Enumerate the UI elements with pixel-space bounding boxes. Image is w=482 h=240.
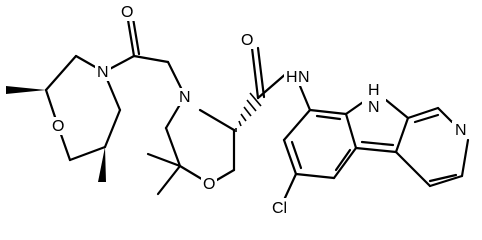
wedge-bond-lower-methyl — [98, 147, 106, 182]
atom-o-carbonyl-1: O — [121, 4, 133, 21]
atom-n-indole: N — [368, 99, 380, 116]
atom-labels: O N O O N H N O H N N Cl — [50, 3, 470, 218]
atom-cl: Cl — [272, 200, 287, 217]
atom-h-amide: H — [286, 69, 298, 86]
atom-n-amide: N — [298, 69, 310, 86]
atom-o-carbonyl-2: O — [241, 32, 253, 49]
hashed-bond-amide — [235, 92, 262, 132]
structure-diagram: O N O O N H N O H N N Cl — [6, 3, 470, 218]
atom-o-morpholine-2: O — [203, 176, 215, 193]
carboline-bonds — [282, 98, 470, 202]
right-morpholine-bonds — [146, 94, 236, 196]
atom-n-morpholine-2: N — [179, 89, 191, 106]
molecule-drawing: O N O O N H N O H N N Cl — [6, 3, 470, 218]
atom-n-pyridine: N — [455, 122, 467, 139]
linker-bonds — [102, 16, 187, 98]
atom-h-indole: H — [368, 82, 380, 99]
amide-bonds — [250, 46, 312, 112]
wedge-bond-upper-methyl — [6, 86, 46, 94]
atom-n-morpholine-1: N — [97, 64, 109, 81]
atom-o-morpholine-1: O — [52, 118, 64, 135]
